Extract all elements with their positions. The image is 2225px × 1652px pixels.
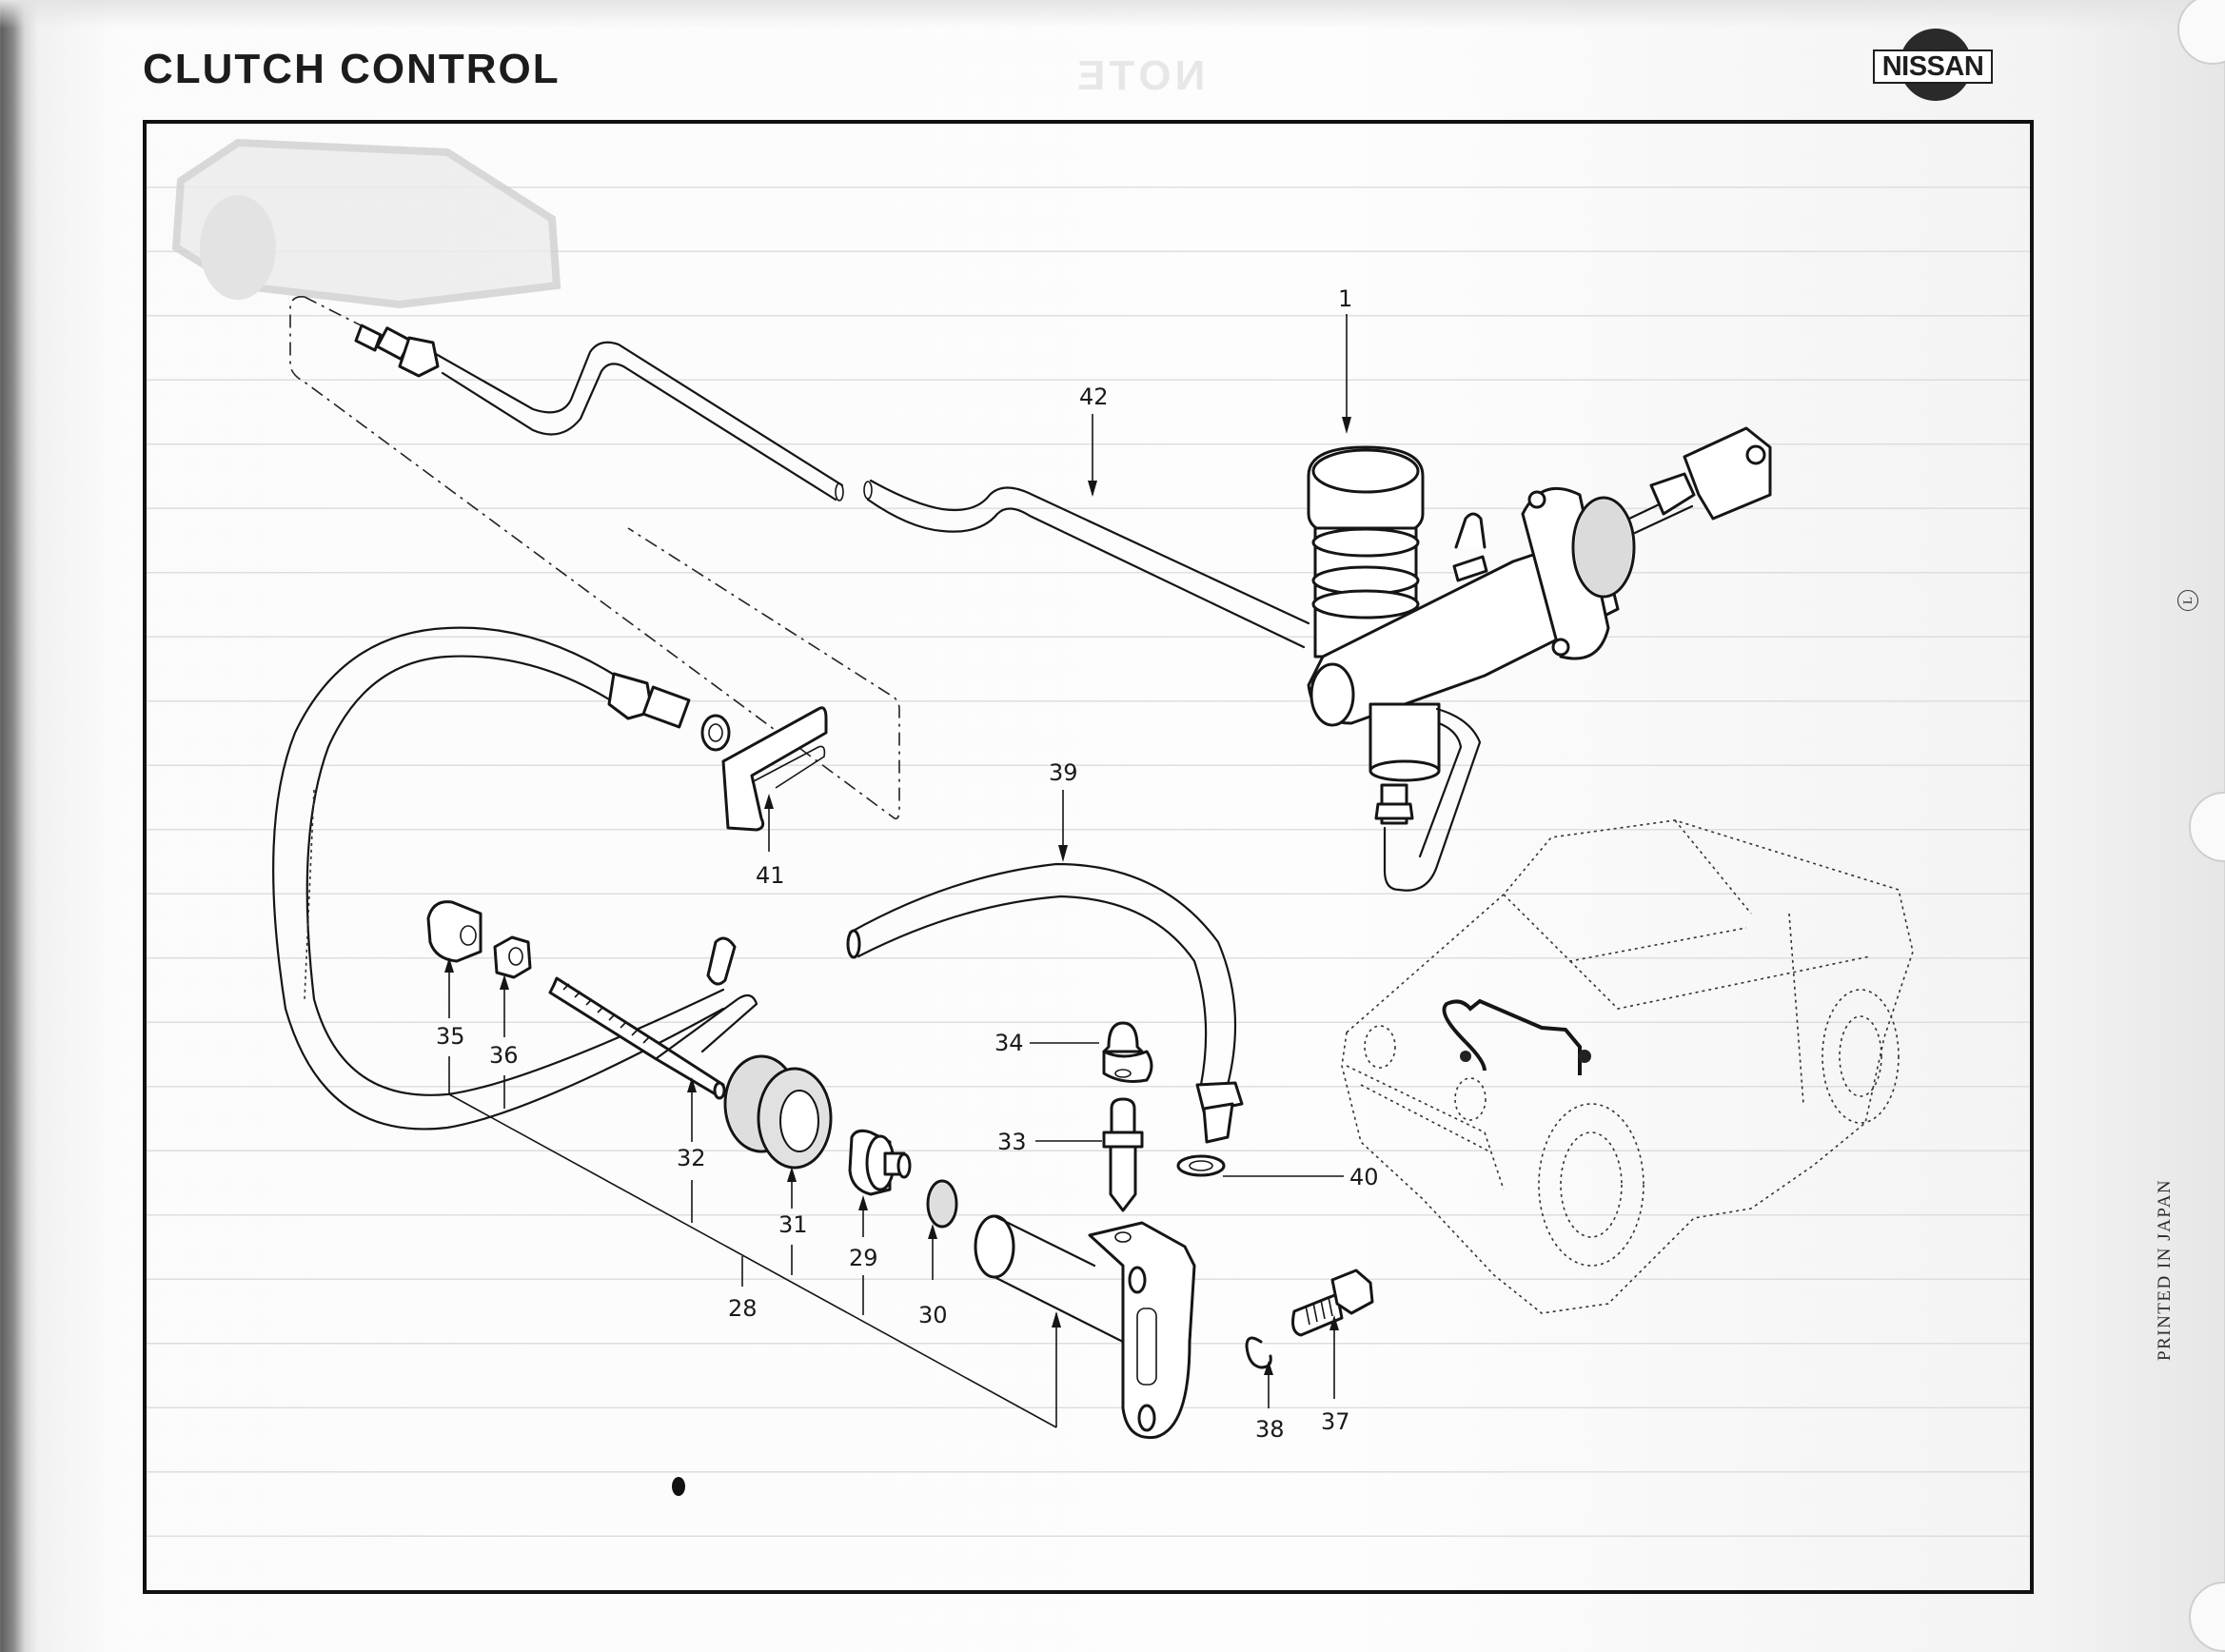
callout-arrow-32 [687, 1077, 697, 1092]
callout-39: 39 [1049, 759, 1078, 786]
callout-arrow-42 [1088, 481, 1097, 497]
callout-1: 1 [1338, 285, 1352, 312]
callout-arrow-38 [1264, 1361, 1273, 1375]
callout-37: 37 [1321, 1408, 1350, 1435]
callout-30: 30 [918, 1302, 948, 1328]
callout-38: 38 [1255, 1416, 1285, 1443]
callout-arrow-35 [444, 957, 454, 973]
callout-35: 35 [436, 1023, 465, 1050]
logo-wordmark: NISSAN [1873, 49, 1993, 84]
hose-lock-plate [721, 706, 828, 832]
callout-41: 41 [756, 862, 785, 889]
callout-31: 31 [778, 1211, 808, 1238]
callout-arrow-1 [1342, 417, 1351, 434]
callout-arrow-29 [858, 1195, 868, 1210]
callout-33: 33 [997, 1129, 1027, 1155]
callout-arrow-41 [764, 794, 774, 809]
copper-washer-hole [1189, 1160, 1213, 1171]
clutch-pipe [354, 324, 1310, 649]
bleeder-screw [1102, 1097, 1144, 1212]
callout-29: 29 [849, 1245, 878, 1271]
callout-40: 40 [1349, 1164, 1379, 1190]
piston-cup [926, 1179, 958, 1229]
ghost-car-illustration [171, 138, 561, 309]
spring-washer [1245, 1336, 1272, 1369]
clutch-hose [846, 862, 1244, 1144]
piston [848, 1129, 912, 1196]
callout-arrow-30 [928, 1224, 937, 1239]
callout-arrow-31 [787, 1167, 797, 1182]
clutch-master-cylinder [1307, 426, 1772, 892]
assembly-group-bracket-28 [448, 1056, 1057, 1428]
page-title: CLUTCH CONTROL [143, 46, 561, 92]
mounting-bolt [1291, 1268, 1374, 1337]
bleeder-cap [1102, 1021, 1153, 1083]
callout-arrow-39 [1058, 845, 1068, 862]
clutch-control-diagram: 42 1 [171, 138, 1914, 1496]
operating-cylinder [974, 1214, 1196, 1440]
page-top-shadow [0, 0, 2225, 29]
callout-32: 32 [677, 1145, 706, 1171]
nissan-logo: NISSAN [1873, 29, 1997, 105]
callout-28: 28 [728, 1295, 758, 1322]
clutch-flexible-hose [272, 626, 737, 1131]
push-rod-nut [426, 900, 482, 963]
vehicle-location-car [1341, 819, 1914, 1314]
callout-arrow-37 [1329, 1315, 1339, 1330]
callout-arrow-36 [500, 974, 509, 990]
callout-34: 34 [994, 1030, 1024, 1056]
vehicle-clutch-line-highlight [1442, 998, 1591, 1075]
callout-36: 36 [489, 1042, 519, 1069]
ink-spot [672, 1477, 685, 1496]
copper-washer [1176, 1154, 1226, 1177]
lock-nut [493, 935, 532, 979]
push-rod [548, 976, 758, 1100]
callout-42: 42 [1079, 384, 1109, 410]
callout-arrow-28 [1052, 1311, 1061, 1328]
dust-cover [723, 1054, 833, 1170]
